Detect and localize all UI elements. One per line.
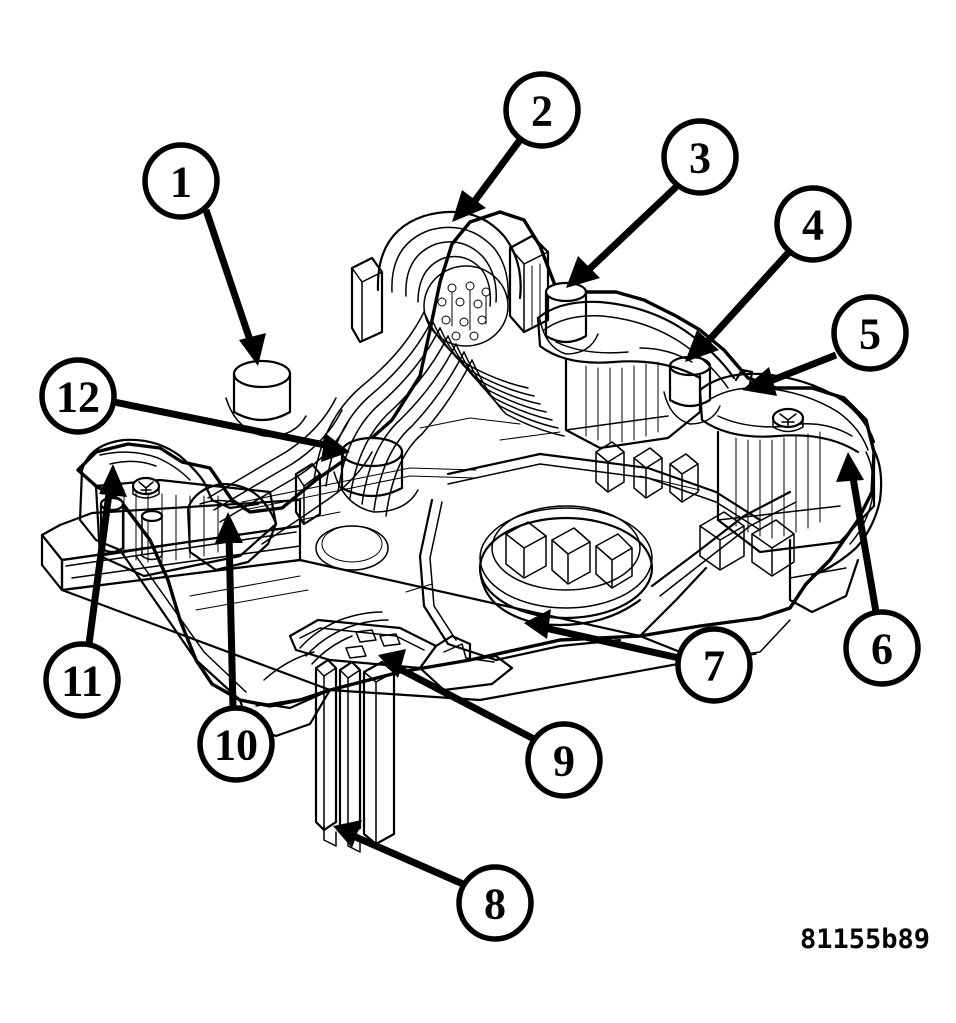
bell-housing [376,210,522,347]
callout-leader-9 [378,649,536,743]
callout-5[interactable]: 5 [831,294,909,372]
electrical-connector [288,611,514,853]
callout-leader-11 [85,464,127,645]
callout-circle-5[interactable] [831,294,909,372]
callout-label-8: 8 [484,880,506,929]
callout-circle-6[interactable] [843,609,921,687]
callout-label-4: 4 [802,201,824,250]
callout-leader-8 [333,820,465,888]
callout-label-1: 1 [170,158,192,207]
callout-circle-7[interactable] [675,626,753,704]
callout-leader-6 [836,452,880,613]
callout-4[interactable]: 4 [774,185,852,263]
callout-label-2: 2 [531,87,553,136]
solenoid-pack [536,281,883,614]
valve-body-artwork [40,210,883,853]
callout-leader-1 [202,208,266,366]
accumulator-cylinder-upper [225,359,307,437]
fluid-passage-ribs [207,311,565,545]
callout-label-9: 9 [553,737,575,786]
center-valve-towers [294,234,633,589]
center-bore [478,505,654,627]
callout-leader-2 [452,137,523,222]
callout-10[interactable]: 10 [197,705,275,783]
callout-label-7: 7 [703,642,725,691]
callout-circle-1[interactable] [142,142,220,220]
casting-webs [418,452,797,662]
callout-circle-2[interactable] [503,71,581,149]
surface-detail-lines [189,417,701,611]
callout-leader-3 [566,184,679,288]
callout-7[interactable]: 7 [675,626,753,704]
callout-label-11: 11 [61,657,103,706]
secondary-bore [315,525,389,571]
callout-6[interactable]: 6 [843,609,921,687]
callout-1[interactable]: 1 [142,142,220,220]
callout-circle-10[interactable] [197,705,275,783]
callout-8[interactable]: 8 [456,864,534,942]
callout-label-6: 6 [871,625,893,674]
callout-9[interactable]: 9 [525,721,603,799]
callout-leader-12 [113,398,350,462]
callout-circle-3[interactable] [661,118,739,196]
callout-12[interactable]: 12 [39,357,117,435]
callout-circle-9[interactable] [525,721,603,799]
callout-2[interactable]: 2 [503,71,581,149]
callout-leader-5 [742,351,838,396]
callout-leader-10 [215,512,243,709]
callout-circle-12[interactable] [39,357,117,435]
callout-label-3: 3 [689,134,711,183]
callout-leader-7 [524,609,680,662]
callout-leader-4 [685,249,792,362]
right-rib-cluster [595,441,699,503]
callout-circle-4[interactable] [774,185,852,263]
callout-11[interactable]: 11 [43,641,121,719]
figure-id-label: 81155b89 [800,924,930,955]
callout-3[interactable]: 3 [661,118,739,196]
callout-label-10: 10 [214,721,258,770]
callout-circle-8[interactable] [456,864,534,942]
callout-layer: 1 2 3 4 5 6 7 [39,71,921,942]
callout-circle-11[interactable] [43,641,121,719]
callout-label-12: 12 [56,373,100,422]
callout-label-5: 5 [859,310,881,359]
